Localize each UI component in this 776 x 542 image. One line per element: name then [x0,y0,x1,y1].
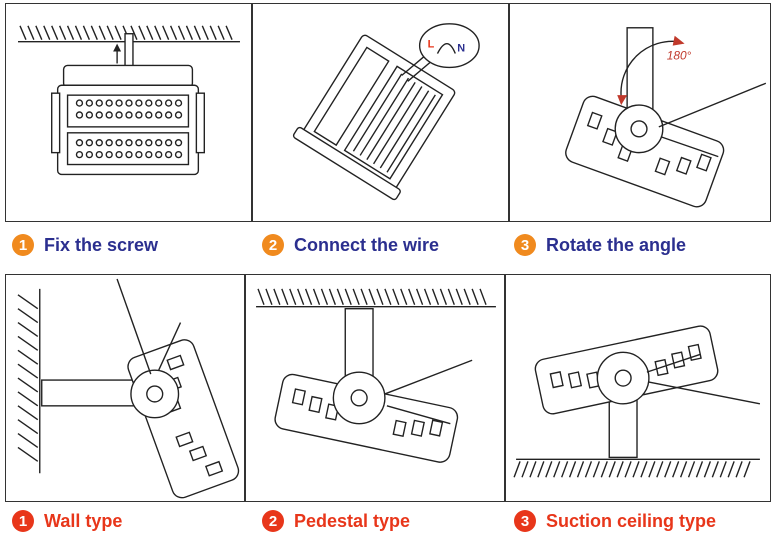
step-caption-2: 2 Connect the wire [262,230,439,260]
step-number-badge: 3 [514,234,536,256]
step-label: Rotate the angle [546,234,687,255]
mount-caption-1: 1 Wall type [12,506,122,536]
wall-type-illustration [17,278,240,499]
fix-screw-illustration [18,25,240,176]
step-label: Fix the screw [44,234,159,255]
wire-callout [418,23,480,69]
panel-connect-wire: L N [252,3,509,222]
mount-label: Wall type [44,510,123,531]
connect-wire-illustration: L N [292,23,480,201]
step-number-badge: 1 [12,234,34,256]
mount-caption-2: 2 Pedestal type [262,506,410,536]
wire-neutral-label: N [457,43,465,55]
mount-label: Pedestal type [294,510,411,531]
step-label: Connect the wire [294,234,440,255]
wire-live-label: L [428,39,435,51]
panel-suction-ceiling-type [505,274,771,502]
suction-ceiling-type-illustration [513,325,761,478]
rotate-angle-illustration: 180° [565,27,767,208]
pedestal-type-illustration [256,288,496,463]
panel-wall-type [5,274,245,502]
panel-fix-screw [5,3,252,222]
mount-label: Suction ceiling type [546,510,717,531]
step-caption-3: 3 Rotate the angle [514,230,686,260]
panel-pedestal-type [245,274,505,502]
mount-number-badge: 2 [262,510,284,532]
mount-caption-3: 3 Suction ceiling type [514,506,716,536]
panel-rotate-angle: 180° [509,3,771,222]
rotation-angle-label: 180° [667,48,692,62]
mount-number-badge: 1 [12,510,34,532]
mount-number-badge: 3 [514,510,536,532]
step-caption-1: 1 Fix the screw [12,230,158,260]
step-number-badge: 2 [262,234,284,256]
